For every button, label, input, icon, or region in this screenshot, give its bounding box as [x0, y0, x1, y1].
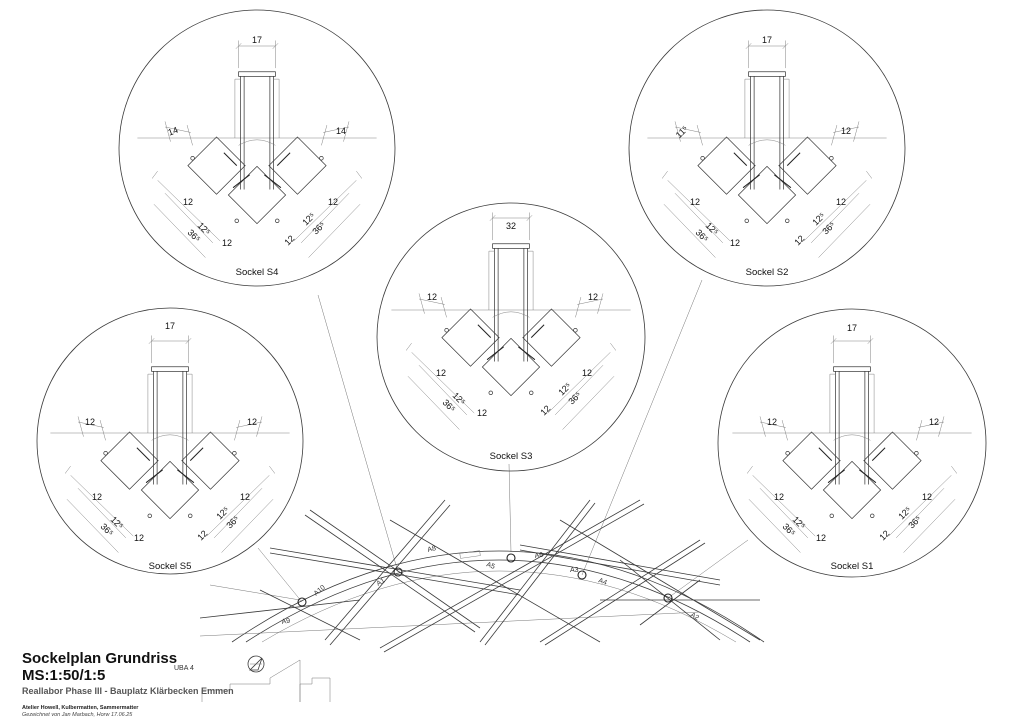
drawing-title: Sockelplan Grundriss MS:1:50/1:5	[22, 650, 178, 684]
dim-top: 17	[762, 35, 772, 45]
dim-a: 12	[690, 197, 700, 207]
dim-d: 12	[477, 408, 487, 418]
detail-label: Sockel S4	[236, 267, 279, 278]
detail-sockel-s4: 17 14 14 12 12⁵ 36⁵ 12 12 12⁵ 36⁵ 12 Soc…	[118, 9, 396, 287]
axis-label-a8: A8	[427, 545, 437, 554]
dim-d: 12	[730, 238, 740, 248]
dim-d-r: 12	[282, 233, 296, 247]
dim-a: 12	[183, 197, 193, 207]
dim-right: 12	[841, 126, 851, 136]
leader-line	[667, 539, 749, 599]
detail-sockel-s3: 32 12 12 12 12⁵ 36⁵ 12 12 12⁵ 36⁵ 12 Soc…	[376, 202, 646, 472]
drawn-by: Gezeichnet von Jan Marbach, Horw 17.06.2…	[22, 712, 133, 718]
leader-line	[508, 463, 512, 553]
axis-label-a3: A3	[570, 567, 579, 574]
dim-top: 32	[506, 221, 516, 231]
dim-d-r: 12	[792, 233, 806, 247]
leader-line	[257, 547, 303, 603]
dim-a: 12	[92, 492, 102, 502]
dim-top: 17	[252, 35, 262, 45]
dim-a-r: 12	[836, 197, 846, 207]
dim-left: 14	[167, 125, 180, 138]
dim-d-r: 12	[195, 528, 209, 542]
node-s4	[393, 567, 403, 577]
detail-sockel-s2: 17 11⁵ 12 12 12⁵ 36⁵ 12 12 12⁵ 36⁵ 12 So…	[628, 9, 906, 287]
axis-label-a4: A4	[597, 577, 608, 587]
dim-a-r: 12	[328, 197, 338, 207]
axis-label-a1: A1	[376, 577, 387, 587]
dim-top: 17	[165, 321, 175, 331]
dim-d: 12	[222, 238, 232, 248]
axis-label-a10: A10	[313, 584, 327, 597]
dim-d-r: 12	[877, 528, 891, 542]
detail-label: Sockel S2	[746, 267, 789, 278]
dim-left: 12	[427, 292, 437, 302]
dim-d: 12	[134, 533, 144, 543]
dim-c-r: 36⁵	[906, 513, 923, 530]
dim-d-r: 12	[538, 403, 552, 417]
dim-a-r: 12	[240, 492, 250, 502]
detail-label: Sockel S3	[490, 451, 533, 462]
axis-label-a9: A9	[281, 618, 291, 626]
detail-label: Sockel S5	[149, 561, 192, 572]
dim-a-r: 12	[582, 368, 592, 378]
title-block-graphics: UBA 4	[174, 655, 331, 702]
detail-sockel-s1: 17 12 12 12 12⁵ 36⁵ 12 12 12⁵ 36⁵ 12 Soc…	[717, 308, 987, 578]
dim-right: 12	[247, 417, 257, 427]
axis-label-a5: A5	[485, 561, 496, 571]
node-s3	[506, 553, 516, 563]
dim-c-r: 36⁵	[566, 389, 583, 406]
dim-a: 12	[774, 492, 784, 502]
axis-label-a2: A2	[689, 612, 700, 622]
detail-sockel-s5: 17 12 12 12 12⁵ 36⁵ 12 12 12⁵ 36⁵ 12 Soc…	[36, 307, 304, 575]
dim-left: 12	[85, 417, 95, 427]
dim-top: 17	[847, 323, 857, 333]
dim-left: 12	[767, 417, 777, 427]
dim-c-r: 36⁵	[820, 219, 837, 236]
leader-line	[317, 294, 399, 573]
dim-a-r: 12	[922, 492, 932, 502]
axis-label-a6: A6	[534, 552, 544, 560]
leader-line	[581, 279, 703, 576]
dim-right: 12	[929, 417, 939, 427]
dim-right: 14	[336, 126, 346, 136]
title-block: Sockelplan Grundriss MS:1:50/1:5 Reallab…	[22, 650, 252, 719]
dim-c-r: 36⁵	[310, 219, 327, 236]
site-plan: A8 A1 A5 A6 A3 A4 A10 A9 A2	[199, 499, 765, 653]
sheet-tag: UBA 4	[174, 665, 194, 672]
dim-c-r: 36⁵	[224, 513, 241, 530]
node-s5	[297, 597, 307, 607]
dim-d: 12	[816, 533, 826, 543]
node-s1	[663, 593, 673, 603]
detail-label: Sockel S1	[831, 561, 874, 572]
project-subtitle: Reallabor Phase III - Bauplatz Klärbecke…	[22, 686, 234, 696]
office-name: Atelier Howell, Kulbermatten, Sammermatt…	[22, 705, 139, 711]
dim-right: 12	[588, 292, 598, 302]
dim-a: 12	[436, 368, 446, 378]
node-s2	[577, 570, 587, 580]
north-arrow-icon	[247, 655, 265, 673]
